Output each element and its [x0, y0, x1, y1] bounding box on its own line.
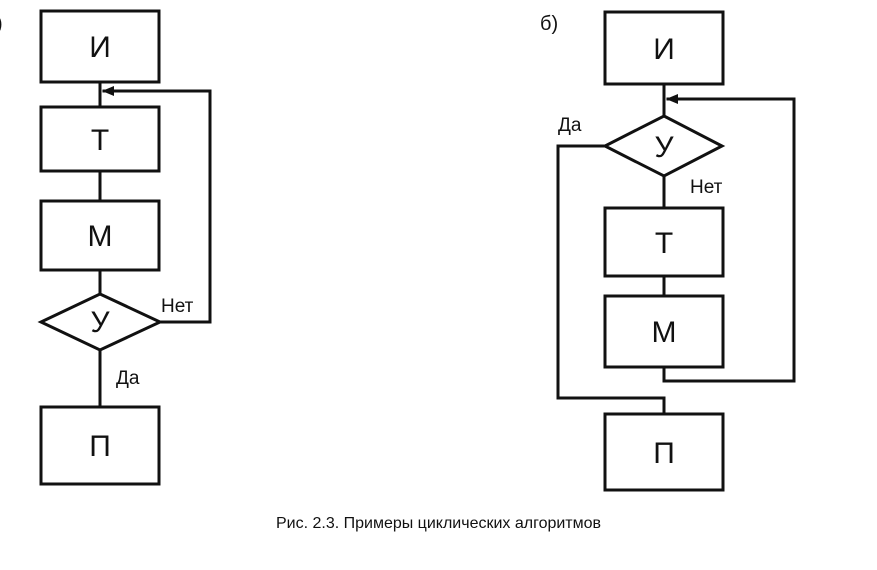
- loop-arrow-a: [102, 86, 114, 96]
- block-a-t: [39, 105, 161, 173]
- block-b-i-label: И: [653, 33, 675, 66]
- loop-line-a: [102, 89, 212, 324]
- diagram-a: ) И Т М У П Нет Да: [0, 9, 212, 486]
- edge-label-a-yes: Да: [116, 368, 140, 389]
- panel-label-b: б): [540, 13, 558, 35]
- block-b-p: [603, 412, 725, 492]
- block-a-p: [39, 405, 161, 486]
- panel-label-a: ): [0, 13, 3, 35]
- edge-label-b-no: Нет: [690, 177, 723, 198]
- loop-arrow-b: [666, 94, 678, 104]
- edge-label-a-no: Нет: [161, 296, 194, 317]
- diagram-b: б) И У Т М П Да Нет: [540, 10, 796, 492]
- block-a-m: [39, 199, 161, 272]
- block-b-t-label: Т: [655, 227, 673, 260]
- block-a-p-label: П: [89, 430, 111, 463]
- exit-line-b: [556, 144, 666, 416]
- decision-b-u-label: У: [654, 131, 674, 164]
- block-a-t-label: Т: [91, 124, 109, 157]
- decision-a-u: [37, 292, 164, 352]
- block-b-m: [603, 294, 725, 369]
- edge-label-b-yes: Да: [558, 115, 582, 136]
- block-b-t: [603, 206, 725, 278]
- block-b-m-label: М: [652, 316, 677, 349]
- block-a-m-label: М: [88, 220, 113, 253]
- figure-caption: Рис. 2.3. Примеры циклических алгоритмов: [275, 515, 602, 532]
- block-b-i: [603, 10, 725, 86]
- loop-line-b: [662, 97, 796, 383]
- block-a-i-label: И: [89, 31, 111, 64]
- block-b-p-label: П: [653, 437, 675, 470]
- decision-a-u-label: У: [90, 306, 110, 339]
- decision-b-u: [601, 114, 726, 178]
- block-a-i: [39, 9, 161, 84]
